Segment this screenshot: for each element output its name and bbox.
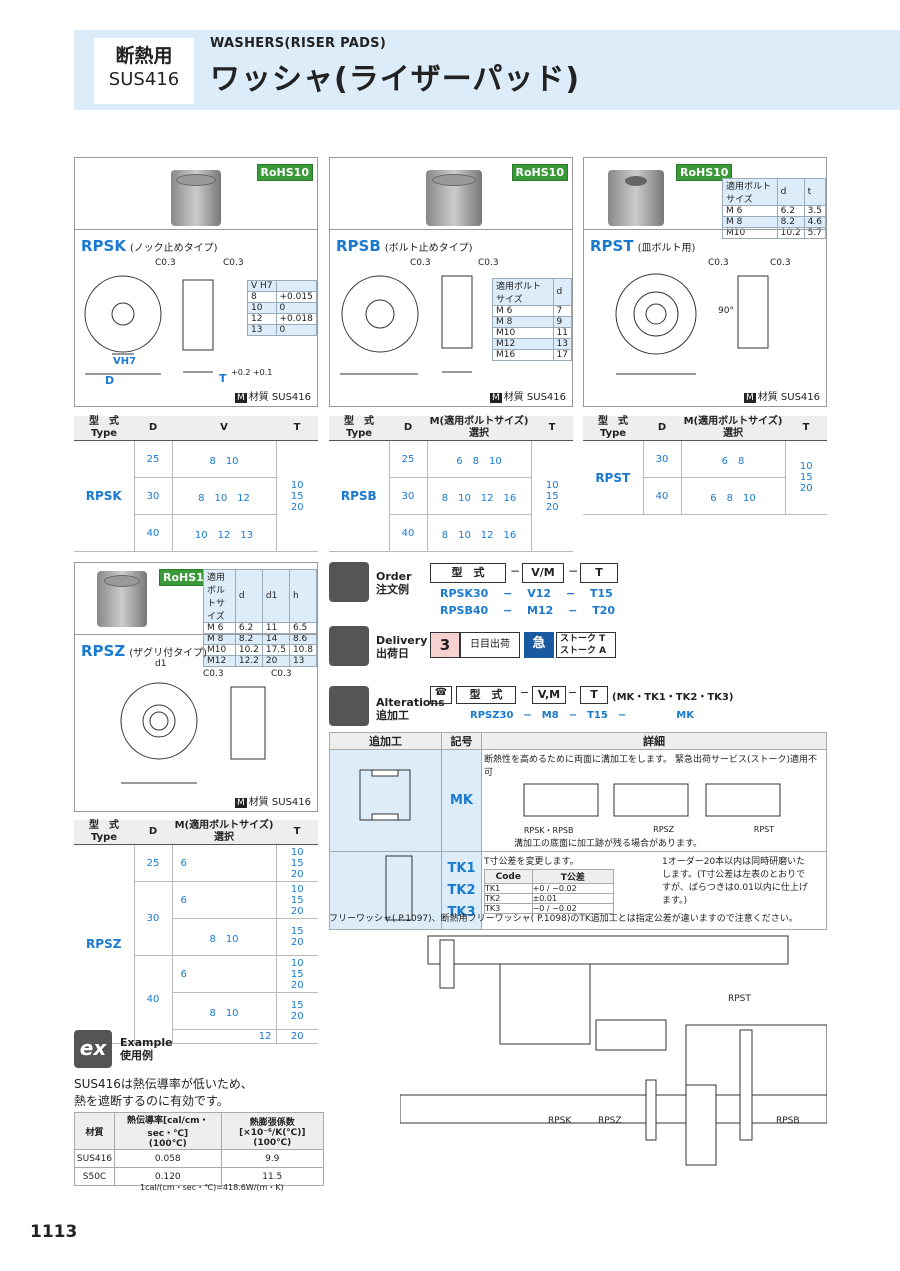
alt-t-header: T	[580, 686, 608, 704]
alt-options: (MK・TK1・TK2・TK3)	[612, 692, 734, 703]
label-rpsz: RPSZ	[598, 1116, 622, 1126]
assembly-drawing	[400, 935, 827, 1166]
rohs-badge: RoHS10	[159, 569, 216, 586]
order-vm-header: V/M	[522, 563, 564, 583]
badge-line2: SUS416	[108, 69, 180, 90]
order-example-1: RPSK30 − V12 − T15	[440, 587, 613, 600]
page-title: ワッシャ(ライザーパッド)	[210, 62, 581, 97]
delivery-days: 3	[430, 632, 460, 658]
page-subtitle: WASHERS(RISER PADS)	[210, 36, 387, 51]
rpsz-drawing	[120, 682, 266, 784]
rpsb-drawing	[340, 275, 473, 375]
header-band	[74, 30, 900, 110]
phone-small-icon: ☎	[430, 686, 452, 704]
label-rpst: RPST	[728, 994, 751, 1004]
category-badge: 断熱用 SUS416	[94, 38, 194, 104]
phone-icon	[329, 562, 369, 602]
alterations-table: 追加工記号詳細 MK 断熱性を高めるために両面に溝加工をします。 緊急出荷サービ…	[329, 732, 827, 930]
order-type-header: 型 式	[430, 563, 506, 583]
drill-icon	[329, 686, 369, 726]
example-text: SUS416は熱伝導率が低いため、熱を遮断するのに有効です。	[74, 1077, 253, 1108]
rpsk-panel: RoHS10 RPSK(ノック止めタイプ) C0.3 C0.3 VH7 D T …	[74, 157, 318, 407]
washer-photo	[608, 170, 664, 226]
rpsb-name: RPSB(ボルト止めタイプ)	[336, 237, 473, 255]
rohs-badge: RoHS10	[676, 164, 733, 181]
rpsk-name: RPSK(ノック止めタイプ)	[81, 237, 218, 255]
washer-photo	[426, 170, 482, 226]
washer-photo	[97, 571, 147, 627]
express-icon: 急	[524, 632, 554, 658]
mk-drawing	[359, 769, 411, 821]
thermal-table: 材質熱伝導率[cal/cm・sec・℃] (100℃)熱膨張係数[×10⁻⁶/K…	[74, 1112, 325, 1186]
truck-icon	[329, 626, 369, 666]
alt-type-header: 型 式	[456, 686, 516, 704]
example-icon: ex	[74, 1030, 112, 1068]
delivery-days-label: 日目出荷	[460, 632, 520, 658]
alt-example: RPSZ30 − M8 − T15 − MK	[470, 710, 694, 721]
table-row: V H7	[247, 280, 317, 292]
rpst-drawing	[615, 273, 769, 375]
label-rpsk: RPSK	[548, 1116, 572, 1126]
rpsb-panel: RoHS10 RPSB(ボルト止めタイプ) C0.3 C0.3 適用ボルトサイズ…	[329, 157, 573, 407]
mk-groove-drawings	[523, 783, 781, 817]
order-t-header: T	[580, 563, 618, 583]
page-number: 1113	[30, 1222, 78, 1242]
table-row: 12+0.018	[247, 313, 317, 325]
table-row: 8+0.015	[247, 291, 317, 303]
alt-vm-header: V,M	[532, 686, 566, 704]
washer-photo	[171, 170, 221, 226]
rpst-name: RPST(皿ボルト用)	[590, 237, 696, 255]
rohs-badge: RoHS10	[511, 164, 568, 181]
order-example-2: RPSB40 − M12 − T20	[440, 604, 616, 617]
rpsk-drawing	[84, 275, 214, 375]
tk-drawing	[385, 855, 413, 921]
alterations-footnote: フリーワッシャ( P.1097)、断熱用フリーワッシャ( P.1098)のTK追…	[329, 914, 798, 924]
rohs-badge: RoHS10	[256, 164, 313, 181]
rpsz-name: RPSZ(ザグリ付タイプ)	[81, 642, 208, 660]
badge-line1: 断熱用	[115, 45, 173, 67]
unit-note: 1cal/(cm・sec・℃)=418.6W/(m・K)	[140, 1183, 284, 1192]
label-rpsb: RPSB	[776, 1116, 800, 1126]
